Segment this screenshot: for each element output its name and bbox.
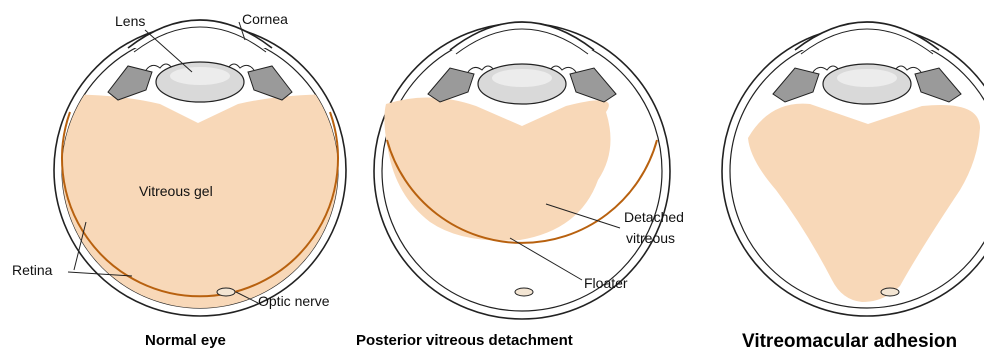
vitreous-gel-label: Vitreous gel	[139, 183, 213, 199]
optic-nerve	[217, 288, 235, 296]
optic-nerve-label: Optic nerve	[258, 293, 330, 309]
caption-vma: Vitreomacular adhesion	[742, 331, 957, 352]
caption-normal-eye: Normal eye	[145, 332, 226, 349]
optic-nerve	[515, 288, 533, 296]
floater-label: Floater	[584, 275, 628, 291]
cornea	[795, 22, 939, 50]
normal-eye: Lens Cornea Vitreous gel Retina Optic ne…	[12, 11, 360, 349]
cornea	[450, 22, 594, 50]
detached-vitreous-label-2: vitreous	[626, 230, 675, 246]
lens-label: Lens	[115, 13, 145, 29]
cornea-label: Cornea	[242, 11, 288, 27]
pvd-eye: Detached vitreous Floater Posterior vitr…	[356, 22, 684, 349]
vma-eye: Vitreomacular adhesion	[722, 22, 984, 352]
optic-nerve	[881, 288, 899, 296]
retina-label: Retina	[12, 262, 53, 278]
detached-vitreous-label-1: Detached	[624, 209, 684, 225]
caption-pvd: Posterior vitreous detachment	[356, 332, 573, 349]
